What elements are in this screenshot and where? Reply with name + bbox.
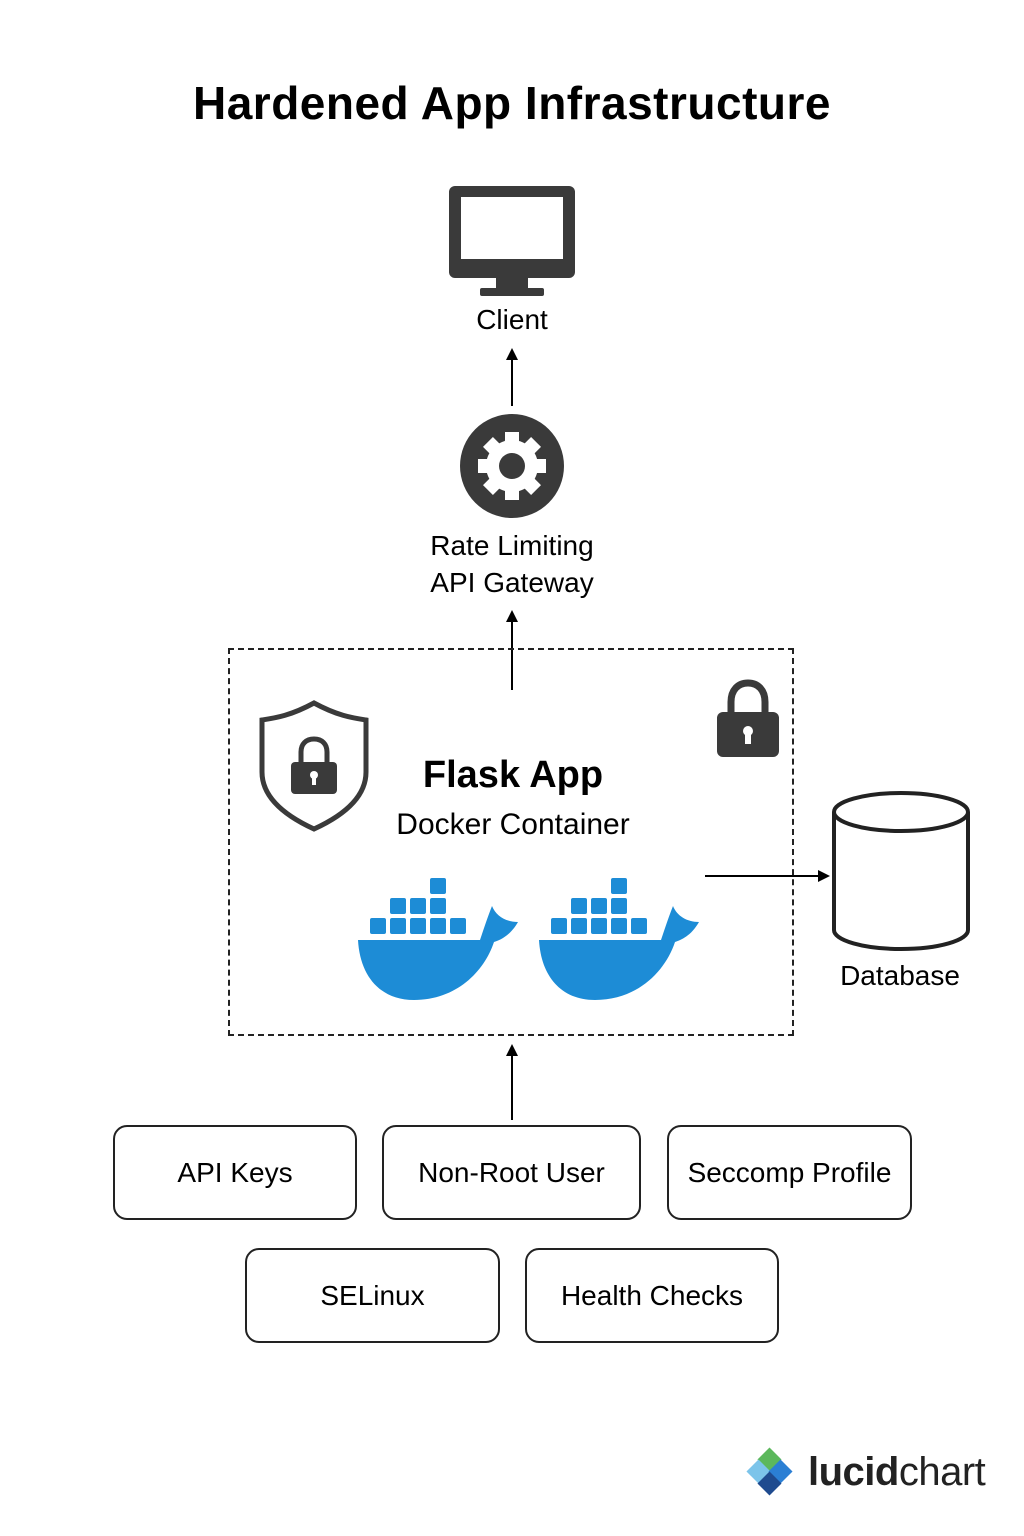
brand-part2: chart <box>898 1450 986 1494</box>
docker-container-boundary <box>228 648 794 1036</box>
gateway-label-line2: API Gateway <box>430 567 594 598</box>
diagram-title: Hardened App Infrastructure <box>192 77 831 129</box>
gateway-label-line1: Rate Limiting <box>430 530 594 561</box>
client-label: Client <box>476 304 548 335</box>
database-label: Database <box>840 960 960 991</box>
feature-seccomp-profile: Seccomp Profile <box>667 1125 912 1220</box>
gear-icon <box>460 414 564 518</box>
feature-selinux: SELinux <box>245 1248 500 1343</box>
brand-part1: lucid <box>808 1450 899 1494</box>
lucidchart-logo-icon <box>746 1447 793 1496</box>
docker-whale-icon <box>539 878 699 1000</box>
database-cylinder-icon <box>832 791 970 951</box>
feature-api-keys: API Keys <box>113 1125 357 1220</box>
docker-whale-icon <box>358 878 518 1000</box>
lucidchart-wordmark: lucidchart <box>808 1450 986 1495</box>
feature-non-root-user: Non-Root User <box>382 1125 641 1220</box>
feature-health-checks: Health Checks <box>525 1248 779 1343</box>
gateway-label: Rate Limiting API Gateway <box>362 527 662 601</box>
monitor-icon <box>449 186 575 296</box>
container-title: Flask App <box>422 754 604 796</box>
container-subtitle: Docker Container <box>396 808 630 841</box>
padlock-icon <box>717 679 779 757</box>
shield-lock-icon <box>259 700 369 832</box>
